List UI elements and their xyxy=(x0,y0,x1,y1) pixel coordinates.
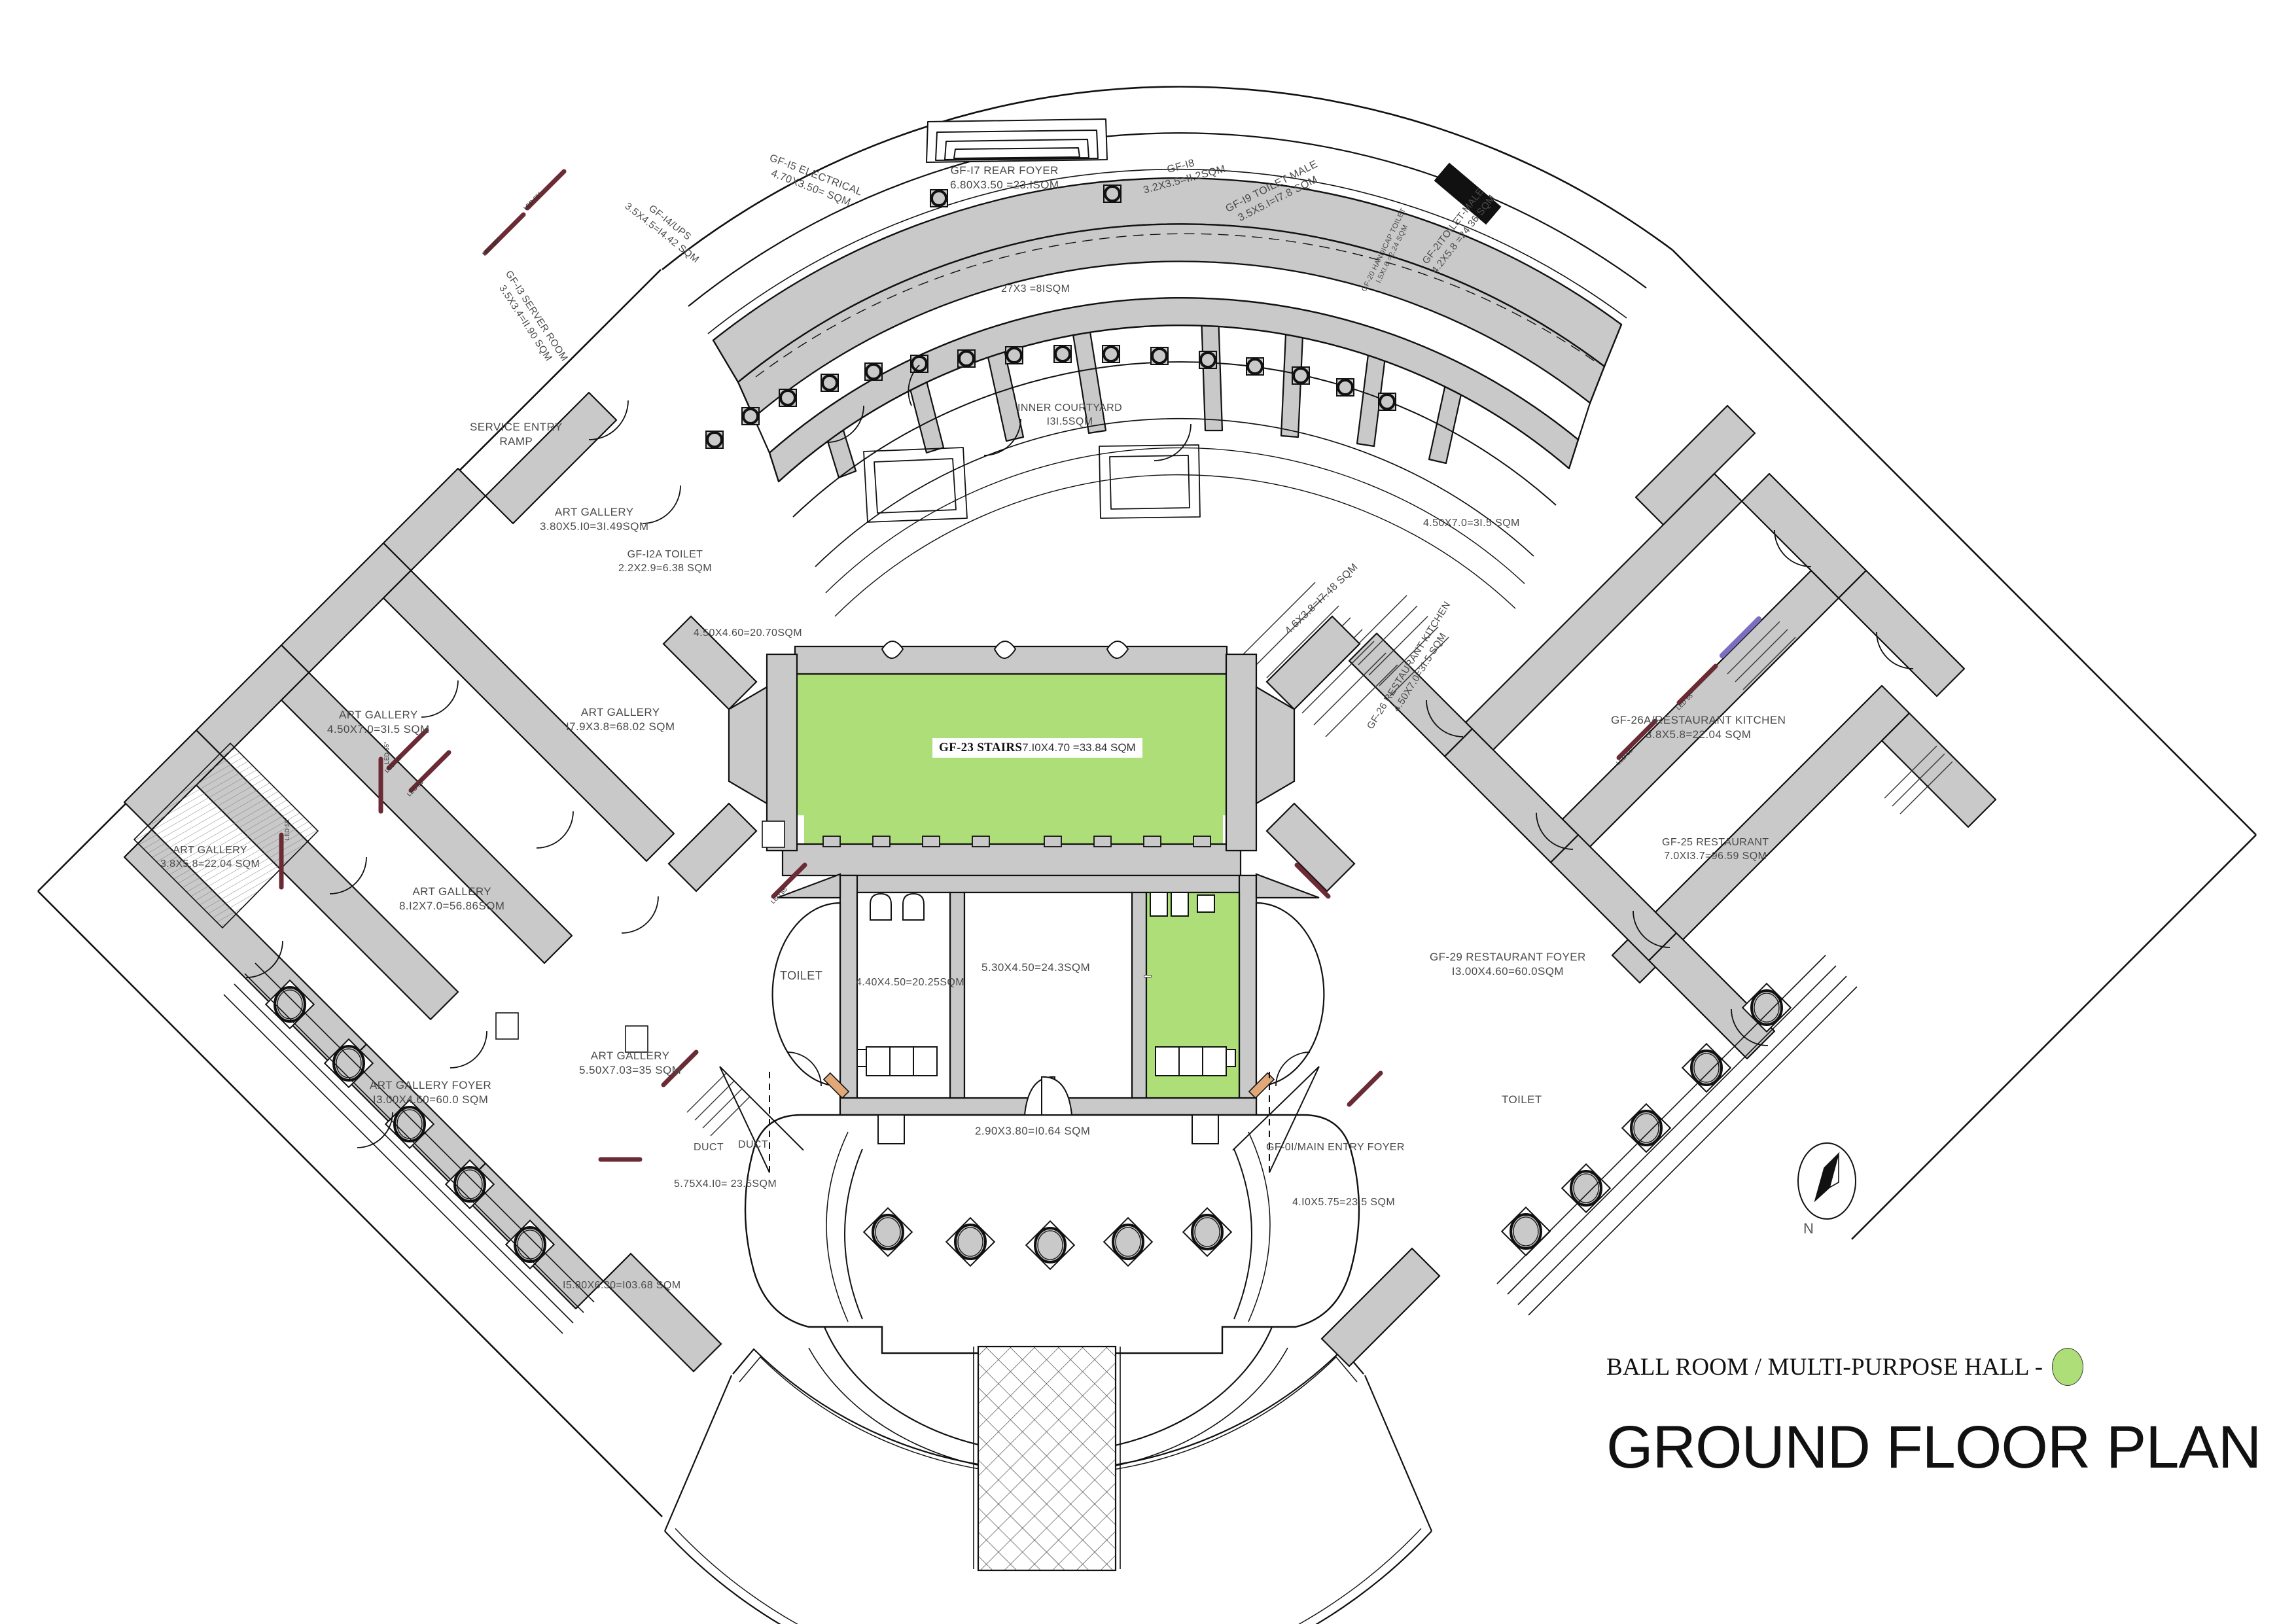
right-wing-walls xyxy=(1348,404,1997,1060)
page-title: GROUND FLOOR PLAN xyxy=(1606,1414,2261,1481)
artwork-markers xyxy=(495,821,785,1053)
door-leaf xyxy=(822,1072,850,1099)
accent-strip xyxy=(1720,616,1761,658)
room-label-duct-west-dims: 5.75X4.I0= 23.5SQM xyxy=(674,1178,777,1190)
led-tag: LED 55" xyxy=(284,817,291,840)
north-arrow: N xyxy=(1793,1142,1861,1240)
led-strips xyxy=(279,169,1718,1162)
entry-paving xyxy=(977,1345,1117,1572)
room-label-sw-room: I5.80X6.30=I03.68 SQM xyxy=(563,1280,681,1291)
legend-label: BALL ROOM / MULTI-PURPOSE HALL - xyxy=(1606,1353,2043,1381)
door-leaf xyxy=(1248,1072,1275,1099)
room-label-se-room: 4.I0X5.75=23.5 SQM xyxy=(1292,1197,1396,1208)
legend-swatch-ballroom xyxy=(2052,1348,2084,1386)
room-label-toilet-left: TOILET xyxy=(780,969,823,982)
north-label: N xyxy=(1803,1220,1814,1237)
room-label-gf29-restaurant-foyer: TOILET xyxy=(1502,1093,1542,1106)
room-label-entrance-lobby: 5.30X4.50=24.3SQM xyxy=(981,961,1091,974)
legend: BALL ROOM / MULTI-PURPOSE HALL - xyxy=(1606,1348,2084,1386)
room-label-duct-left: DUCT xyxy=(694,1142,724,1153)
room-label-duct-right: GF-0I/MAIN ENTRY FOYER xyxy=(1266,1142,1405,1153)
led-tag: LED 65" xyxy=(383,741,390,764)
central-block xyxy=(602,641,1441,1624)
room-label-lounge-right xyxy=(1144,975,1152,978)
door-swings xyxy=(245,364,1914,1148)
room-label-lounge-left: 4.40X4.50=20.25SQM xyxy=(856,977,964,988)
room-label-e-room: 4.50X7.0=3I.5 SQM xyxy=(1423,518,1520,529)
room-label-corridor-450: 4.50X4.60=20.70SQM xyxy=(694,627,802,639)
room-label-duct-west: DUCT xyxy=(738,1139,769,1150)
room-label-main-entry-foyer: 2.90X3.80=I0.64 SQM xyxy=(975,1125,1091,1137)
room-label-ballroom: GF-23 STAIRS7.I0X4.70 =33.84 SQM xyxy=(932,738,1142,758)
room-label-corridor-27: 27X3 =8ISQM xyxy=(1001,283,1070,294)
